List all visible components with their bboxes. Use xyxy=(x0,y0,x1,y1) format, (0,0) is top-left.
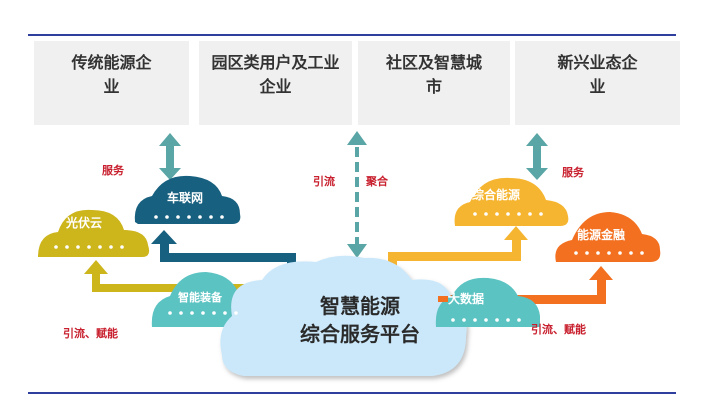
box-label-line2: 业 xyxy=(589,77,606,96)
bottom-divider xyxy=(28,392,676,394)
cloud-chelianwang xyxy=(134,175,241,224)
box-community-smart-city: 社区及智慧城 市 xyxy=(358,41,510,125)
box-label-line1: 新兴业态企 xyxy=(557,53,638,72)
cloud-dashuju xyxy=(435,277,540,327)
cloud-label-zhineng-zhuangbei: 智能装备 xyxy=(178,291,222,304)
cloud-center-platform xyxy=(220,255,467,376)
box-park-industrial: 园区类用户及工业 企业 xyxy=(199,41,352,125)
cloud-zhineng-zhuangbei xyxy=(151,272,256,327)
box-label-line2: 业 xyxy=(103,77,120,96)
box-label-line2: 企业 xyxy=(259,77,292,96)
arrow-to-zonghe-nengyuan xyxy=(388,226,528,278)
dots-nengyuan-jinrong xyxy=(574,251,644,255)
double-arrow-right xyxy=(526,133,548,180)
cloud-label-dashuju: 大数据 xyxy=(448,292,485,306)
top-divider xyxy=(28,34,676,36)
box-emerging-business: 新兴业态企 业 xyxy=(515,41,680,125)
dots-guangfu xyxy=(54,245,124,249)
box-label-line1: 社区及智慧城 xyxy=(385,53,482,72)
label-service-right: 服务 xyxy=(562,166,584,179)
dots-chelianwang xyxy=(154,215,224,219)
center-title-line2: 综合服务平台 xyxy=(300,322,420,346)
box-traditional-energy: 传统能源企 业 xyxy=(34,41,189,125)
cloud-guangfu xyxy=(38,209,150,257)
dashuju-arrow-stub xyxy=(438,296,448,302)
dots-zonghe-nengyuan xyxy=(473,212,543,216)
cloud-dots xyxy=(54,212,644,322)
label-yinliu-funeng-left: 引流、赋能 xyxy=(63,327,118,340)
box-label-line1: 园区类用户及工业 xyxy=(211,53,340,72)
cloud-label-guangfu: 光伏云 xyxy=(66,216,103,230)
cloud-nengyuan-jinrong xyxy=(555,212,661,262)
box-label-line1: 传统能源企 xyxy=(71,53,152,72)
dashed-double-arrow-center xyxy=(347,131,367,258)
dots-zhineng-zhuangbei xyxy=(168,311,238,315)
cloud-label-chelianwang: 车联网 xyxy=(167,191,204,205)
double-arrow-left xyxy=(159,133,181,180)
cloud-label-nengyuan-jinrong: 能源金融 xyxy=(577,228,626,242)
label-juhe: 聚合 xyxy=(366,175,388,188)
label-yinliu-funeng-right: 引流、赋能 xyxy=(531,323,586,336)
cloud-label-zonghe-nengyuan: 综合能源 xyxy=(472,188,521,202)
label-service-left: 服务 xyxy=(102,164,124,177)
dots-dashuju xyxy=(451,318,521,322)
label-yinliu: 引流 xyxy=(313,175,335,188)
center-platform-title: 智慧能源 综合服务平台 xyxy=(270,292,450,348)
center-title-line1: 智慧能源 xyxy=(320,294,400,318)
box-label-line2: 市 xyxy=(425,77,442,96)
